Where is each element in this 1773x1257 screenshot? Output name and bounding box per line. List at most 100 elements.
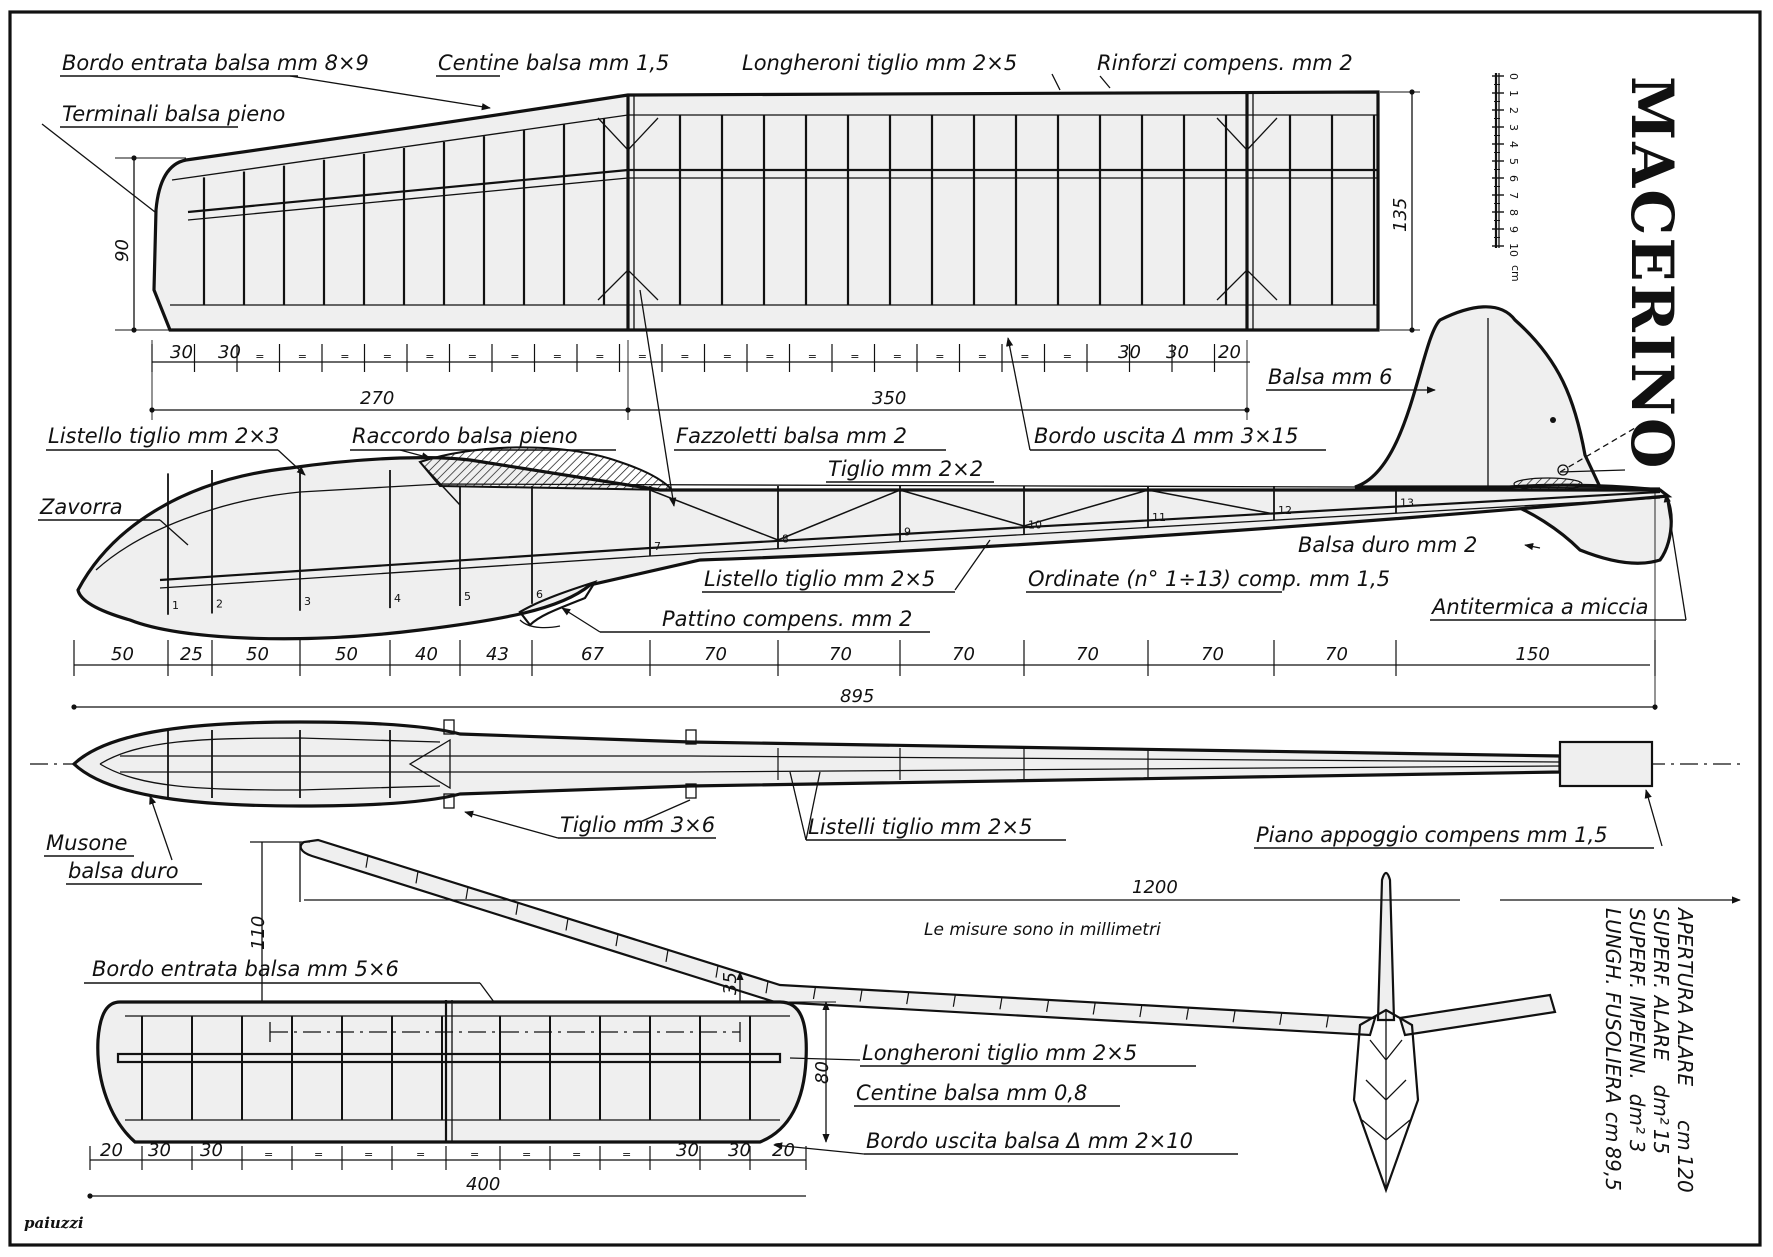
front-wing-rib [465, 886, 469, 900]
dim-rib-spacing-end-1: 30 [1118, 342, 1141, 363]
spec-tail-area: SUPERF. IMPENN.dm²3 [1625, 908, 1649, 1153]
wing-spacing-repeat: = [808, 350, 817, 363]
station-spacing-label: 50 [335, 644, 358, 665]
dim-outer-panel: 270 [360, 388, 394, 409]
spec-fuselage-length: LUNGH. FUSOLIERAcm89,5 [1601, 908, 1625, 1191]
station-spacing-label: 50 [246, 644, 269, 665]
label-dethermalizer: Antitermica a miccia [1430, 595, 1649, 619]
wing-spacing-repeat: = [765, 350, 774, 363]
former-number: 11 [1152, 511, 1166, 524]
sheet-border [8, 10, 1762, 1247]
label-fairing: Raccordo balsa pieno [352, 424, 578, 448]
label-wing-tips: Terminali balsa pieno [62, 102, 285, 126]
spec-span: APERTURA ALAREcm120 [1673, 906, 1697, 1193]
truss-diagonal [777, 489, 901, 541]
dim-stab-chord: 80 [812, 1061, 833, 1084]
dim-dihedral-height: 110 [248, 916, 269, 950]
former-number: 7 [654, 540, 661, 553]
front-wing-rib [565, 918, 569, 931]
front-wing-rib [906, 992, 910, 1005]
former-number: 2 [216, 597, 223, 610]
front-wing-rib [1325, 1015, 1329, 1028]
dim-stab-spacing-r2: 30 [728, 1140, 751, 1161]
wing-spacing-repeat: = [893, 350, 902, 363]
station-spacing-label: 150 [1516, 644, 1550, 665]
former-number: 4 [394, 592, 401, 605]
front-wing-rib [1279, 1012, 1283, 1025]
front-wing-rib [1092, 1002, 1096, 1015]
fuselage-callouts: Listello tiglio mm 2×3 Raccordo balsa pi… [38, 289, 1687, 633]
front-wing-rib [665, 949, 669, 962]
label-nose-block-1: Musone [46, 831, 127, 855]
former-number: 13 [1400, 497, 1414, 510]
scale-tick-label: 1 [1507, 90, 1520, 97]
scale-tick-label: 8 [1507, 209, 1520, 216]
dim-stab-spacing-l1: 20 [100, 1140, 123, 1161]
station-spacing-label: 67 [581, 644, 604, 665]
station-spacing-label: 70 [952, 644, 975, 665]
station-spacing-label: 50 [111, 644, 134, 665]
dim-rib-spacing-end-3: 20 [1218, 342, 1241, 363]
wing-spacing-repeat: = [383, 350, 392, 363]
wing-spacing-repeat: = [255, 350, 264, 363]
dim-tip-chord: 90 [112, 239, 133, 262]
front-wing-rib [1139, 1004, 1143, 1018]
stab-spacing-repeat: = [622, 1148, 631, 1161]
scale-tick-label: 3 [1507, 124, 1520, 131]
label-wing-reinforcements: Rinforzi compens. mm 2 [1097, 51, 1353, 75]
wing-callouts: Bordo entrata balsa mm 8×9 Centine balsa… [41, 51, 1353, 213]
front-wing-rib [1232, 1010, 1236, 1023]
stab-spacing-repeat: = [416, 1148, 425, 1161]
front-wing-rib [415, 871, 419, 884]
wing-spacing-repeat: = [1063, 350, 1072, 363]
label-stab-platform: Piano appoggio compens mm 1,5 [1256, 823, 1608, 847]
wing-spacing-repeat: = [510, 350, 519, 363]
stab-spacing-repeat: = [572, 1148, 581, 1161]
wing-spacing-repeat: = [595, 350, 604, 363]
stab-spacing-repeat: = [470, 1148, 479, 1161]
plan-title: MACERINO [1618, 76, 1686, 470]
label-stab-spars: Longheroni tiglio mm 2×5 [862, 1041, 1137, 1065]
station-spacing-label: 70 [704, 644, 727, 665]
label-wing-ribs: Centine balsa mm 1,5 [438, 51, 669, 75]
station-spacing-label: 70 [1076, 644, 1099, 665]
truss-diagonal [899, 489, 1025, 527]
label-formers: Ordinate (n° 1÷13) comp. mm 1,5 [1028, 567, 1390, 591]
front-wing-rib [859, 989, 863, 1002]
wing-spacing-repeat: = [468, 350, 477, 363]
truss-diagonal [1147, 489, 1275, 515]
stab-spacing-repeat: = [314, 1148, 323, 1161]
former-number: 3 [304, 595, 311, 608]
dim-root-chord: 135 [1390, 198, 1411, 232]
former-number: 6 [536, 588, 543, 601]
label-stab-leading-edge: Bordo entrata balsa mm 5×6 [92, 957, 399, 981]
scale-tick-label: 2 [1507, 107, 1520, 114]
dim-tailplane-dihedral: 35 [720, 972, 741, 995]
stabilizer-plan-view: 80 ======== 20 30 30 30 30 20 400 [87, 1000, 836, 1199]
label-wing-dowels: Tiglio mm 3×6 [560, 813, 715, 837]
label-lower-longeron: Listello tiglio mm 2×5 [704, 567, 935, 591]
spec-wing-area: SUPERF. ALAREdm²15 [1649, 908, 1673, 1154]
label-stab-rest: Balsa duro mm 2 [1298, 533, 1477, 557]
dim-stab-spacing-l3: 30 [200, 1140, 223, 1161]
station-spacing-label: 25 [180, 644, 203, 665]
front-wing-rib [1185, 1007, 1190, 1020]
station-spacing-label: 70 [1325, 644, 1348, 665]
station-spacing-label: 40 [415, 644, 438, 665]
stabilizer-callouts: Bordo entrata balsa mm 5×6 Longheroni ti… [84, 957, 1238, 1155]
label-stab-ribs: Centine balsa mm 0,8 [856, 1081, 1087, 1105]
wing-spacing-repeat: = [978, 350, 987, 363]
dim-stab-spacing-r3: 20 [772, 1140, 795, 1161]
wing-spacing-repeat: = [680, 350, 689, 363]
station-spacing-label: 70 [829, 644, 852, 665]
dim-stab-span: 400 [466, 1174, 500, 1195]
wing-spacing-repeat: = [1020, 350, 1029, 363]
dim-rib-spacing-1: 30 [170, 342, 193, 363]
front-wing-rib [515, 902, 519, 915]
fairing-strut [419, 461, 461, 506]
dim-span: 1200 [1132, 877, 1178, 898]
units-note: Le misure sono in millimetri [924, 920, 1161, 940]
label-stab-trailing-edge: Bordo uscita balsa Δ mm 2×10 [866, 1129, 1193, 1153]
